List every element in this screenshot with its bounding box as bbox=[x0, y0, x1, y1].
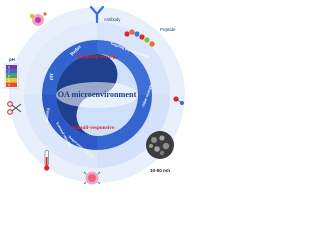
ph-value: 7 bbox=[8, 70, 10, 74]
outer-ring bbox=[24, 22, 170, 168]
molecule-icon bbox=[173, 96, 184, 105]
ph-scale bbox=[4, 63, 19, 89]
peptide-icon bbox=[124, 29, 155, 47]
ring-segment-redox-ph bbox=[42, 40, 97, 95]
ph-value: 4 bbox=[8, 83, 10, 87]
antibody-label: Antibody bbox=[104, 17, 121, 22]
nanoparticle-icon bbox=[83, 171, 101, 185]
peptide-label: Peptide bbox=[160, 27, 176, 32]
ph-scale-title: pH bbox=[9, 57, 15, 62]
inner-ring bbox=[42, 40, 152, 150]
upper-label: Targeting strategy bbox=[76, 54, 118, 60]
ph-label: pH bbox=[49, 73, 55, 80]
lower-label: Stimuli-responsive bbox=[72, 125, 115, 131]
ring-segment-external bbox=[42, 95, 97, 150]
scale-bar-label: 10-50 nm bbox=[150, 168, 170, 173]
diagram-canvas: OA microenvironment Targeting strategy S… bbox=[4, 5, 185, 185]
ring-segment-targeting-peptide bbox=[97, 40, 152, 95]
redox-icon bbox=[30, 12, 47, 26]
tem-image bbox=[146, 131, 174, 159]
antibody-icon bbox=[89, 5, 105, 24]
yin-yang-core bbox=[56, 53, 138, 136]
ph-value: 6 bbox=[8, 74, 10, 78]
ph-value: 5 bbox=[8, 79, 10, 83]
ph-value: 8 bbox=[8, 66, 10, 70]
enzyme-label: Enzyme bbox=[45, 108, 51, 123]
thermometer-icon bbox=[44, 149, 50, 171]
ring-segment-other-strategies bbox=[97, 95, 152, 150]
oa-microenvironment-diagram: OA microenvironment Targeting strategy S… bbox=[0, 0, 194, 189]
scissors-icon bbox=[7, 101, 22, 115]
center-title: OA microenvironment bbox=[58, 90, 137, 99]
